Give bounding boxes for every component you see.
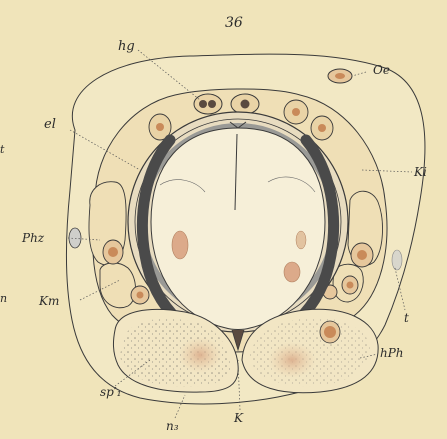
label-km: Km bbox=[39, 295, 59, 307]
label-edge-t: t bbox=[0, 144, 4, 155]
label-phz: Phz bbox=[22, 232, 44, 244]
label-el: el bbox=[44, 118, 56, 131]
label-k: K bbox=[234, 412, 243, 424]
label-hph: hPh bbox=[380, 347, 404, 359]
t-side-oval bbox=[392, 250, 402, 270]
label-sp1: sp′₁ bbox=[100, 386, 121, 398]
label-n3: n₃ bbox=[166, 420, 179, 432]
label-ki: Ki bbox=[414, 166, 427, 178]
label-hg: hg bbox=[118, 40, 135, 53]
phz-side-oval bbox=[69, 228, 81, 248]
label-oe: Oe bbox=[373, 64, 390, 76]
figure-number: 36 bbox=[225, 16, 243, 30]
label-t: t bbox=[404, 312, 409, 324]
label-edge-n: n bbox=[0, 293, 7, 304]
